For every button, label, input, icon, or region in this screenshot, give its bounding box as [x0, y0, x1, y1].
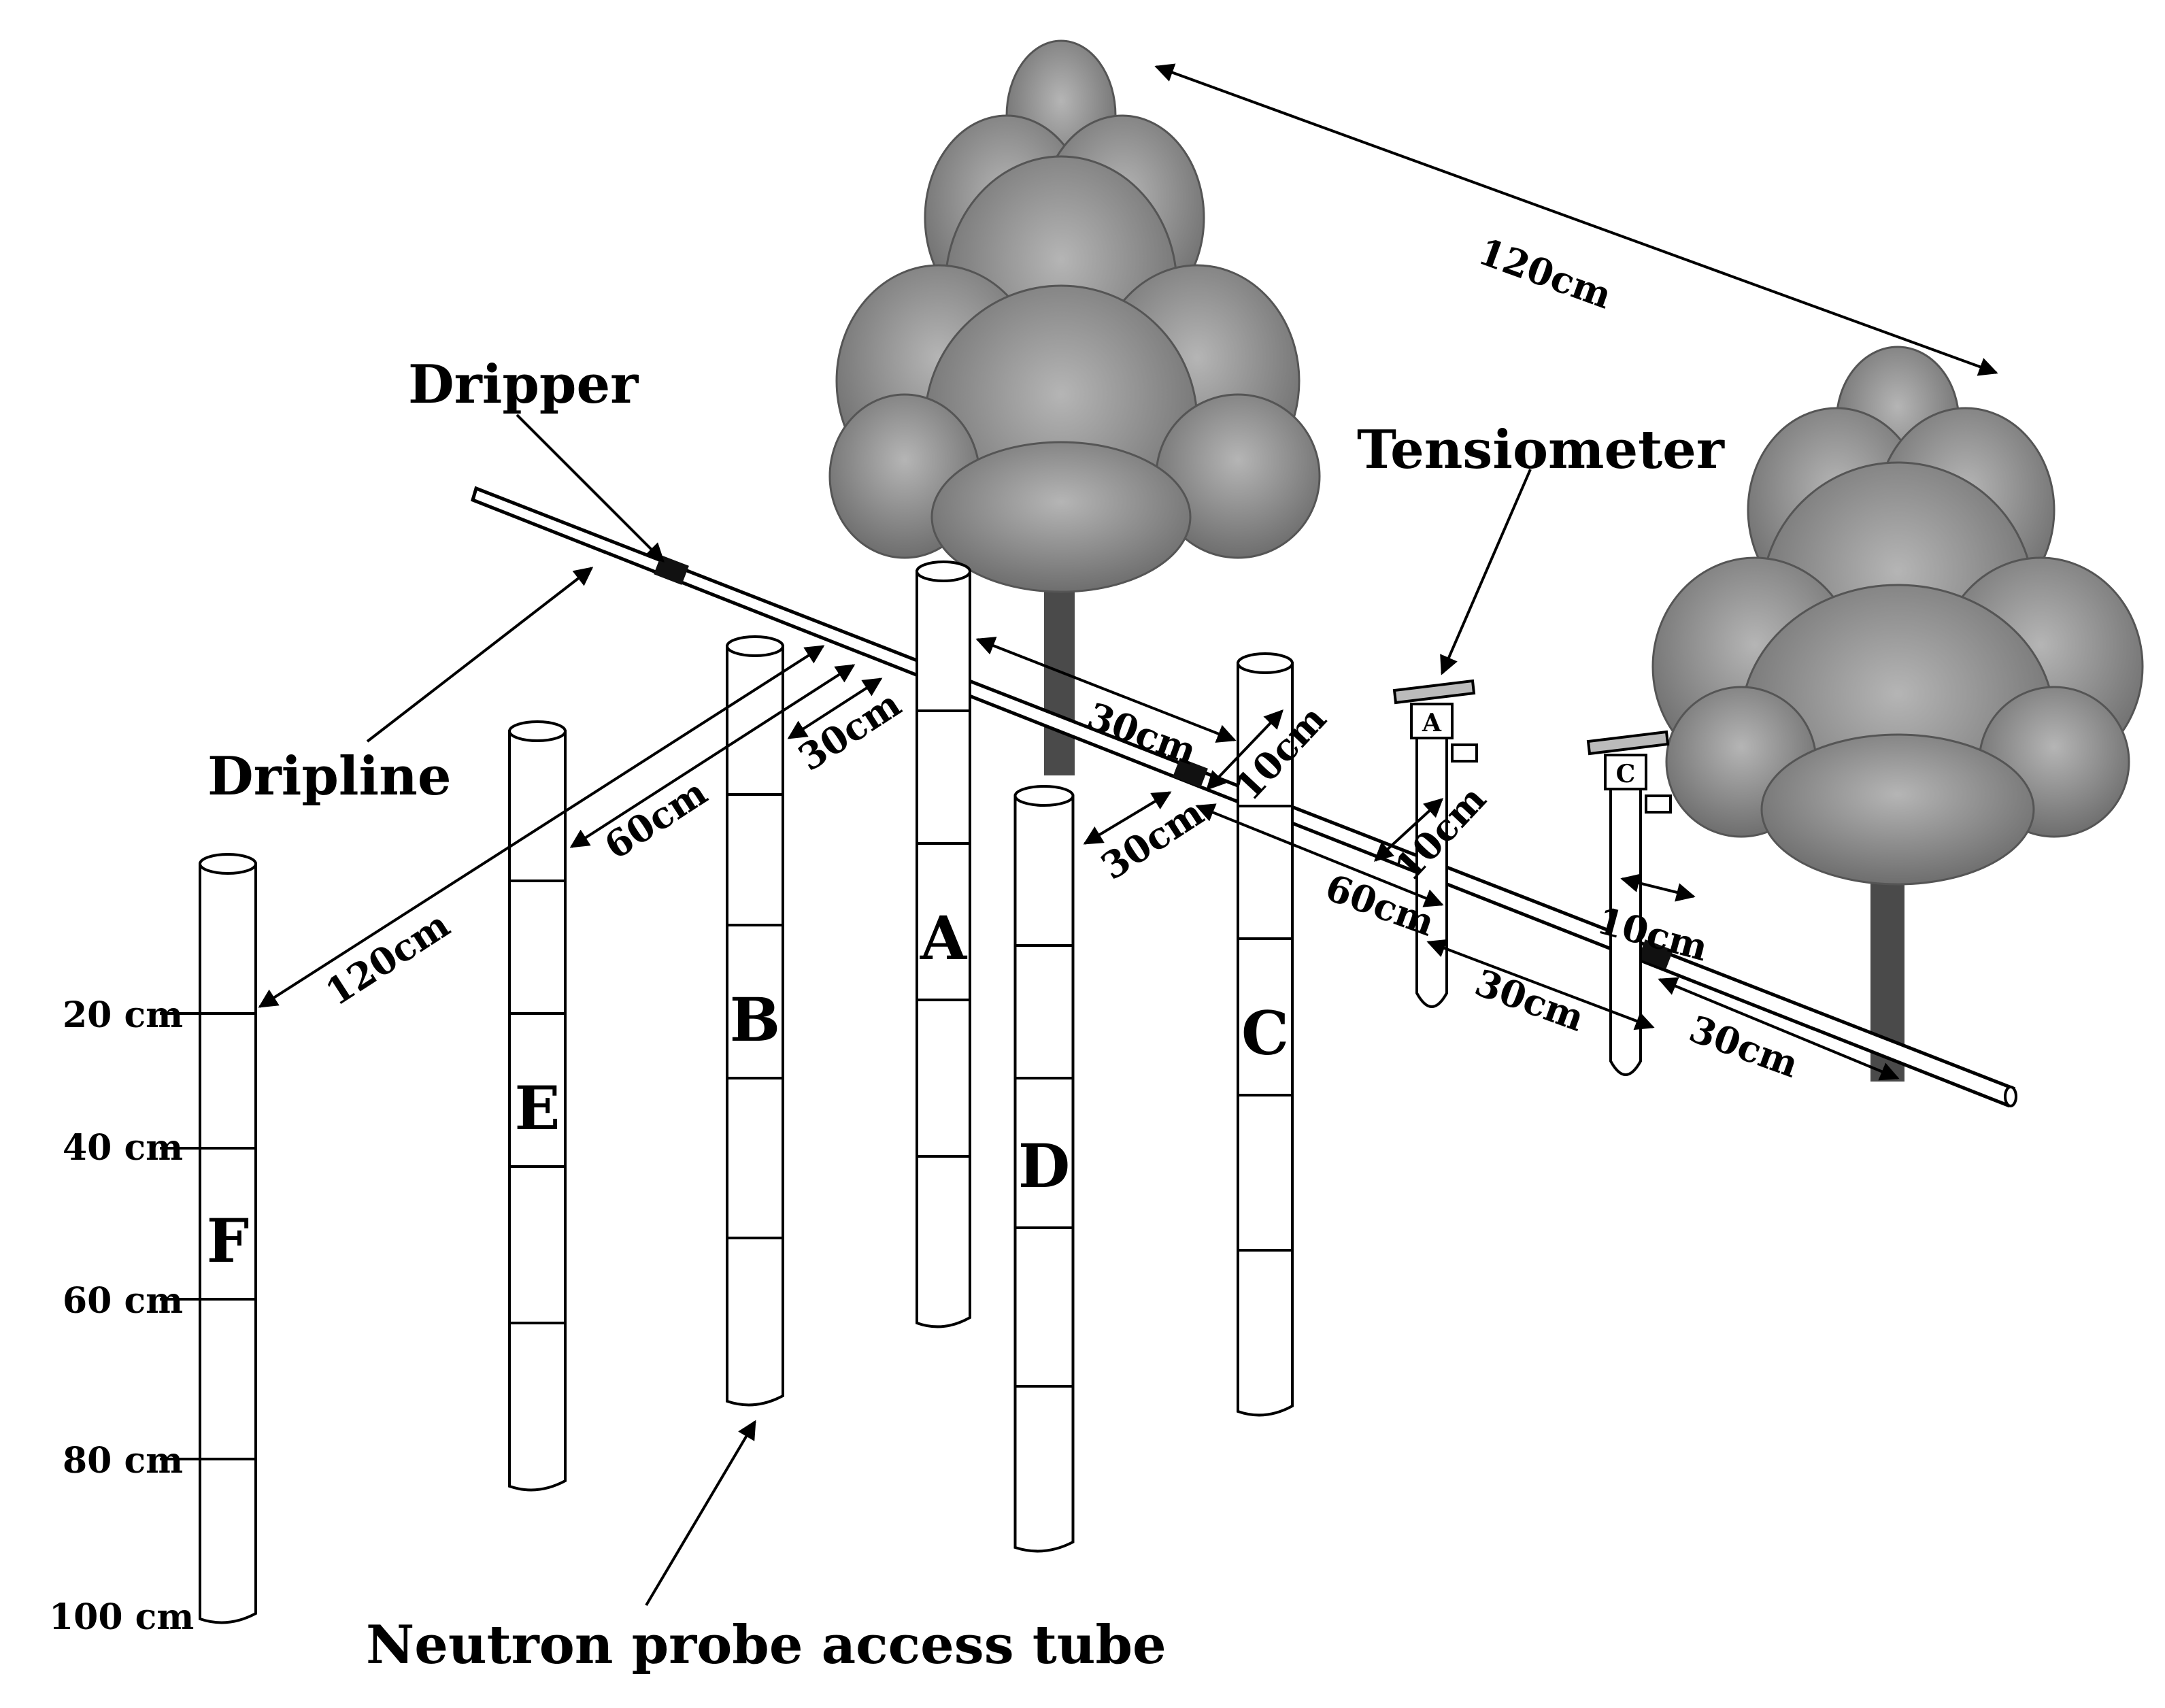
access-tube-label: A	[920, 903, 968, 973]
tensiometer-valve	[1645, 794, 1672, 814]
dripline-label: Dripline	[207, 746, 452, 807]
dripper-emitter-1	[654, 555, 689, 585]
tensiometer-pointer	[1440, 469, 1532, 675]
access-tube-label: Neutron probe access tube	[366, 1614, 1167, 1676]
dripline-pointer	[366, 567, 594, 743]
dripper-pointer	[516, 414, 665, 563]
tensiometer-cap	[1586, 730, 1670, 756]
depth-label-80: 80 cm	[63, 1440, 183, 1481]
dim-arrow-tens-a-dripper	[1195, 803, 1444, 907]
access-tube-opening	[1013, 785, 1075, 807]
dim-arrow-b-dripline	[787, 677, 883, 739]
tensiometer-valve	[1451, 743, 1478, 763]
access-tube-opening	[916, 560, 971, 582]
dim-label-tens-a-tens-c: 30cm	[1470, 960, 1590, 1040]
access-tube-opening	[508, 720, 567, 742]
access-tube-label: C	[1241, 998, 1289, 1069]
depth-scale: 20 cm 40 cm 60 cm 80 cm 100 cm	[49, 994, 194, 1638]
dimension-arrows	[258, 63, 1998, 1081]
access-tube-body	[199, 863, 257, 1624]
access-tube-label: D	[1018, 1131, 1070, 1201]
access-tube-label: F	[207, 1205, 249, 1276]
dim-label-f-dripline: 120cm	[318, 903, 457, 1014]
dim-arrow-a-dripper	[975, 637, 1237, 743]
access-tube-b: B	[726, 635, 784, 1407]
access-tube-f: F	[160, 853, 257, 1624]
tensiometer-label: A	[1422, 709, 1442, 737]
access-tube-body	[1013, 794, 1075, 1553]
access-tube-d: D	[1013, 785, 1075, 1553]
access-tube-body	[916, 570, 971, 1328]
dim-arrow-tree-spacing	[1154, 63, 1998, 376]
access-tube-label: E	[514, 1073, 560, 1143]
dim-arrow-c-dripline	[1206, 709, 1283, 791]
dim-arrow-tens-c-dripline	[1620, 873, 1696, 902]
depth-label-60: 60 cm	[63, 1280, 183, 1322]
access-tube-opening	[1237, 652, 1294, 674]
access-tube-opening	[199, 853, 257, 875]
dim-arrow-tens-a-tens-c	[1426, 939, 1655, 1031]
dripper-label: Dripper	[408, 354, 639, 416]
access-tube-label: B	[730, 984, 780, 1055]
tree-right	[1651, 346, 2144, 1082]
depth-label-100: 100 cm	[49, 1596, 194, 1638]
dim-label-b-dripline: 30cm	[790, 682, 908, 780]
tensiometer-gauge	[1410, 703, 1454, 739]
access-tubes: A B C D E F	[160, 560, 1294, 1624]
tree-left	[828, 39, 1321, 775]
tree-left-crown	[828, 39, 1321, 593]
dripper-emitter-2	[1173, 758, 1208, 788]
dim-label-tree-spacing: 120cm	[1473, 229, 1617, 317]
dim-arrow-dripper-tree	[1658, 977, 1900, 1081]
depth-label-40: 40 cm	[63, 1127, 183, 1169]
access-tube-opening	[726, 635, 784, 657]
access-tube-e: E	[508, 720, 567, 1492]
access-tube-a: A	[916, 560, 971, 1328]
tree-right-crown	[1651, 346, 2144, 886]
depth-label-20: 20 cm	[63, 994, 183, 1036]
dim-arrow-d-dripper	[1083, 791, 1172, 845]
tensiometer-label: Tensiometer	[1357, 419, 1725, 481]
tensiometer-cap	[1392, 679, 1476, 705]
dim-label-d-dripper: 30cm	[1093, 790, 1211, 888]
access-tube-pointer	[645, 1420, 756, 1607]
tensiometer-label: C	[1616, 760, 1636, 788]
tensiometer-c: C	[1586, 730, 1672, 1076]
